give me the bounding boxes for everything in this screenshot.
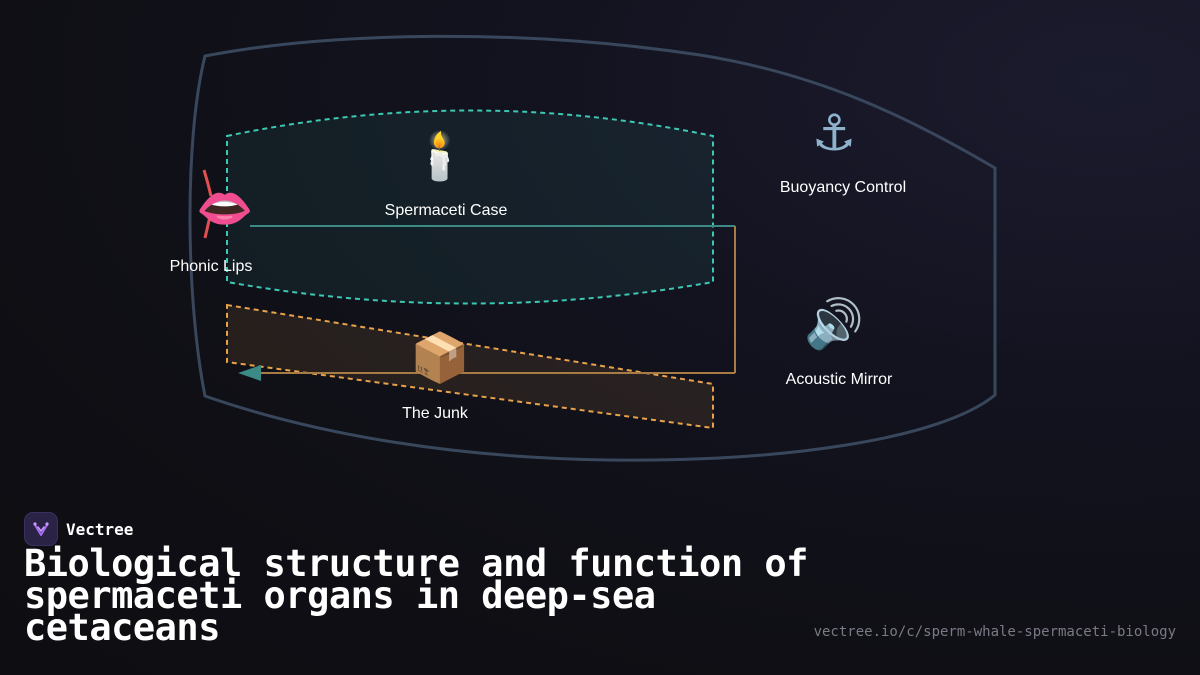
spermaceti-case-label: Spermaceti Case xyxy=(385,202,508,219)
sound-path-arrowhead xyxy=(238,365,261,381)
brand-name: Vectree xyxy=(66,519,134,539)
acoustic-mirror-label: Acoustic Mirror xyxy=(786,371,893,388)
junk-region xyxy=(226,303,714,430)
package-icon: 📦 xyxy=(410,330,470,386)
whale-head-outline xyxy=(188,34,997,462)
speaker-icon: 🔊 xyxy=(804,295,864,352)
phonic-lips-icon: 👄 xyxy=(196,181,253,235)
buoyancy-control-label: Buoyancy Control xyxy=(780,179,906,196)
spermaceti-case-region xyxy=(226,109,714,305)
junk-label: The Junk xyxy=(402,405,469,422)
anchor-icon: ⚓ xyxy=(812,104,857,162)
phonic-lips-label: Phonic Lips xyxy=(170,258,253,275)
brand: Vectree xyxy=(24,512,133,546)
phonic-lips-mark-bottom xyxy=(203,211,213,239)
page-title: Biological structure and function of spe… xyxy=(24,542,808,649)
phonic-lips-mark-top xyxy=(202,169,213,197)
vectree-logo-icon xyxy=(24,512,58,546)
candle-icon: 🕯️ xyxy=(411,128,468,183)
source-url: vectree.io/c/sperm-whale-spermaceti-biol… xyxy=(813,624,1176,640)
